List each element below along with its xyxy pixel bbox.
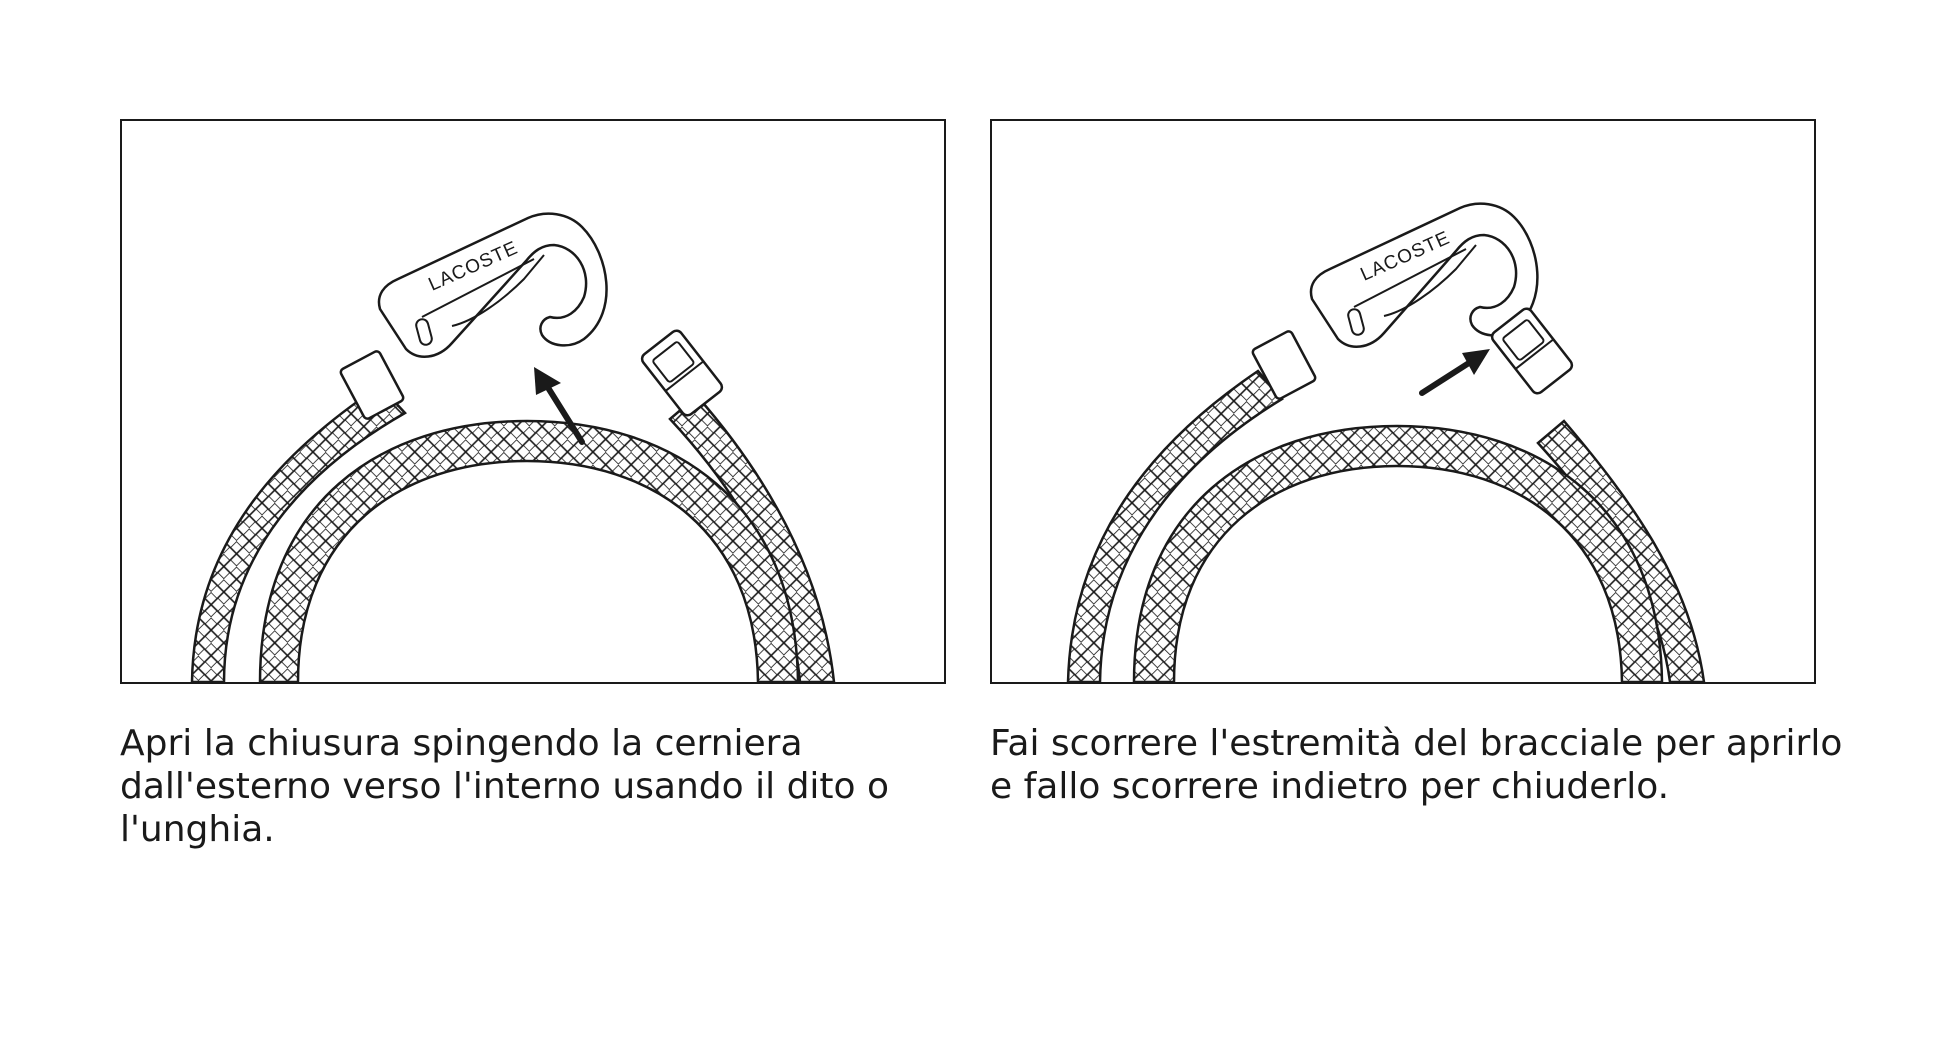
step-2-illustration: LACOSTE (1066, 202, 1706, 682)
braided-cord-inner (1132, 424, 1664, 682)
cord-end-cap-left (339, 350, 405, 420)
clasp-hook: LACOSTE (377, 212, 608, 358)
braided-cord-outer (190, 384, 836, 682)
push-direction-arrow (534, 367, 585, 445)
cord-end-cap-right (640, 329, 724, 417)
step-1-illustration-frame: LACOSTE (120, 119, 946, 684)
step-1-illustration: LACOSTE (190, 212, 836, 682)
braided-cord-inner (258, 419, 800, 682)
step-2-illustration-frame: LACOSTE (990, 119, 1816, 684)
slide-direction-arrow (1419, 349, 1490, 396)
step-2-caption: Fai scorrere l'estremità del bracciale p… (990, 723, 1843, 807)
cord-end-cap-right (1490, 307, 1574, 395)
cord-end-cap-left (1251, 330, 1317, 400)
step-1-caption: Apri la chiusura spingendo la cerniera d… (120, 723, 890, 850)
